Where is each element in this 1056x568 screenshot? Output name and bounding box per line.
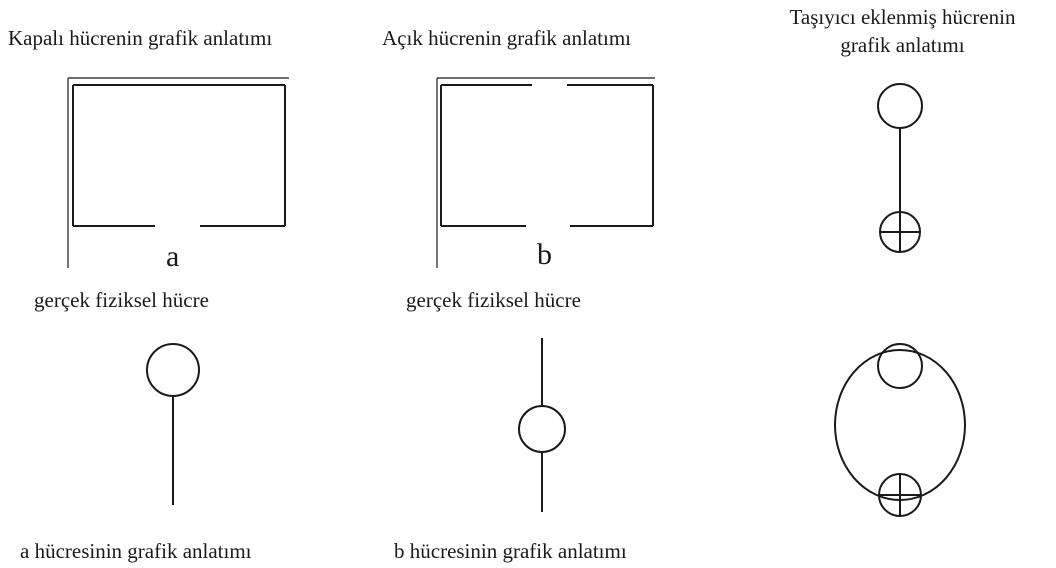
label-a: a — [166, 240, 180, 273]
label-b: b — [537, 238, 552, 271]
physical-cell-label-b: gerçek fiziksel hücre — [406, 288, 581, 312]
caption-b-graphic: b hücresinin grafik anlatımı — [394, 539, 627, 563]
header-closed-cell: Kapalı hücrenin grafik anlatımı — [8, 26, 273, 50]
caption-a-graphic: a hücresinin grafik anlatımı — [20, 539, 252, 563]
physical-cell-label-a: gerçek fiziksel hücre — [34, 288, 209, 312]
open-cell-box — [436, 77, 655, 268]
cell-a-graphic — [146, 343, 200, 505]
cell-b-graphic — [518, 338, 566, 512]
header-carrier-cell-line2: grafik anlatımı — [840, 33, 965, 57]
carrier-ring-graphic — [834, 343, 966, 517]
header-open-cell: Açık hücrenin grafik anlatımı — [382, 26, 631, 50]
carrier-cell-graphic — [877, 83, 923, 253]
closed-cell-box — [67, 77, 289, 268]
header-carrier-cell-line1: Taşıyıcı eklenmiş hücrenin — [789, 5, 1016, 29]
